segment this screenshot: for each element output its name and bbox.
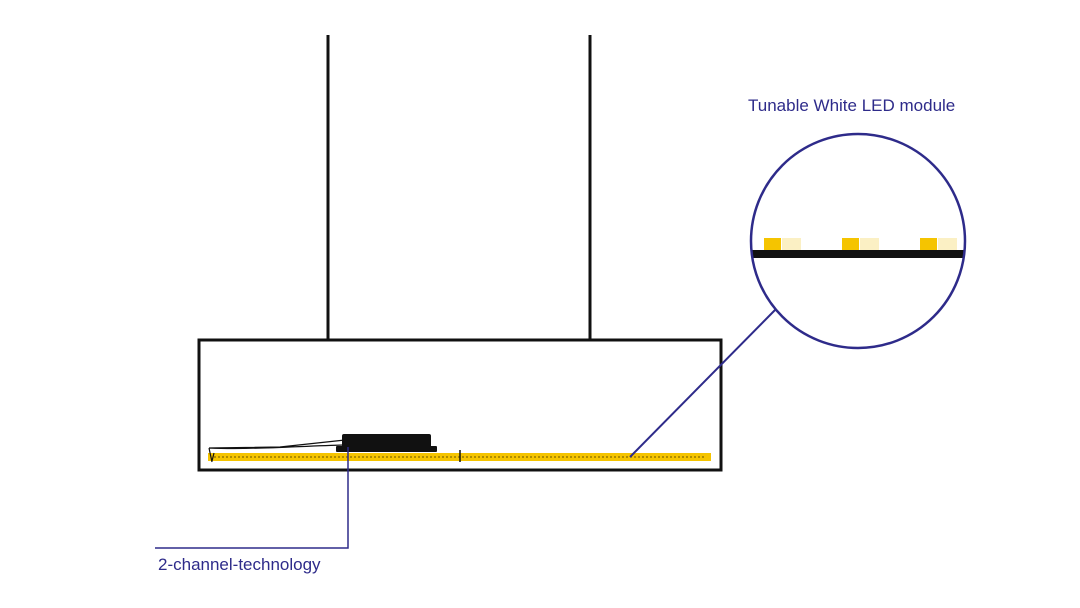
callout-line-technology bbox=[155, 447, 349, 549]
led-chip-cool bbox=[938, 238, 957, 250]
led-chip-cool bbox=[782, 238, 801, 250]
zoom-detail bbox=[751, 134, 965, 348]
driver-unit bbox=[336, 434, 437, 452]
led-chip-warm bbox=[764, 238, 781, 250]
module-label: Tunable White LED module bbox=[748, 96, 956, 115]
callout-line-module bbox=[629, 308, 777, 458]
driver-cable bbox=[208, 439, 346, 463]
driver-base bbox=[336, 446, 437, 452]
led-chip-warm bbox=[842, 238, 859, 250]
led-chip-cool bbox=[860, 238, 879, 250]
luminaire-housing bbox=[197, 338, 723, 472]
zoom-board bbox=[751, 250, 965, 258]
led-chip-warm bbox=[920, 238, 937, 250]
led-strip bbox=[208, 450, 711, 462]
technology-label: 2-channel-technology bbox=[158, 555, 321, 574]
driver-body bbox=[342, 434, 431, 448]
zoom-circle-outline bbox=[749, 132, 967, 350]
